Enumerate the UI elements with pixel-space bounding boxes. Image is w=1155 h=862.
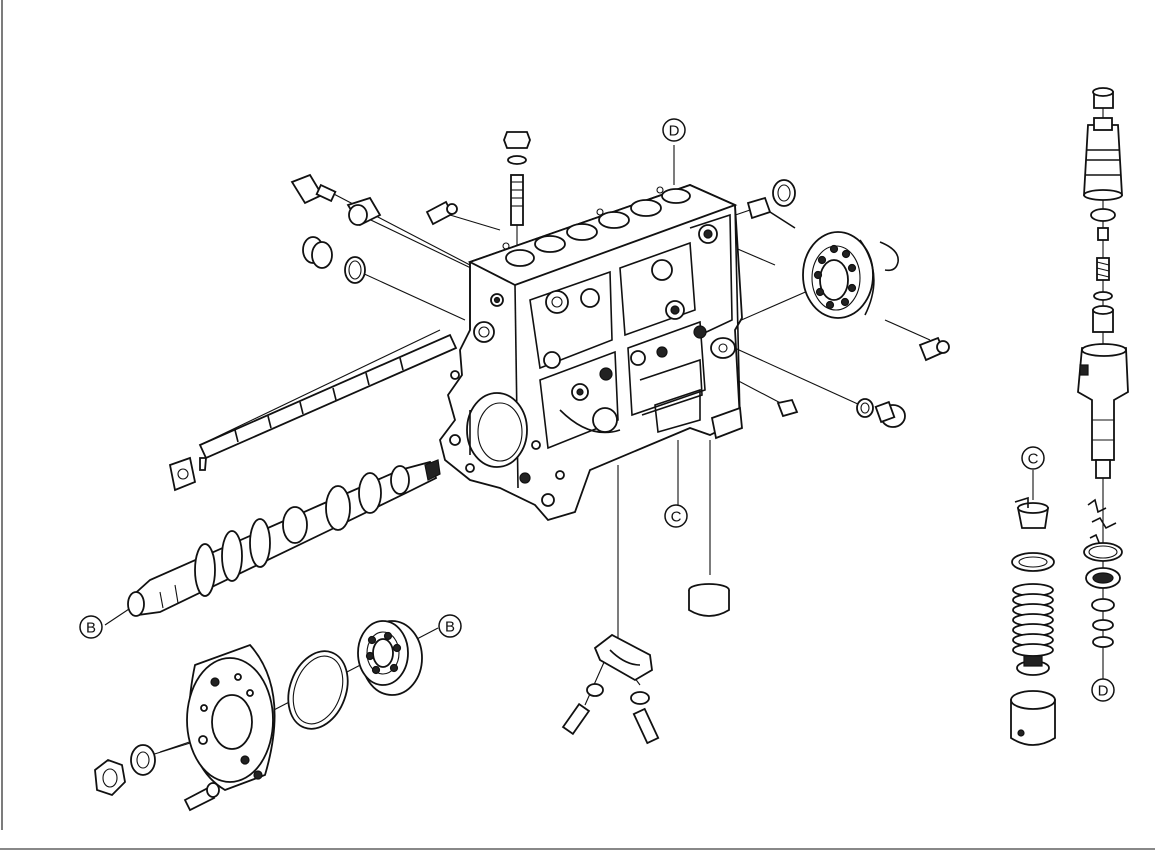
label-c-mid-text: C	[671, 509, 682, 526]
spring-washer	[1011, 552, 1055, 572]
control-rack	[168, 333, 458, 492]
plug-fitting	[302, 236, 333, 269]
delivery-valve-holder	[1083, 117, 1123, 201]
hex-nut	[94, 758, 126, 797]
circlip	[879, 241, 899, 272]
sleeve-bushing	[346, 196, 382, 227]
valve-parts-upper	[1092, 227, 1114, 333]
top-stud-bolt	[503, 131, 531, 226]
label-c-mid: C	[664, 504, 688, 528]
lock-plate	[425, 200, 458, 226]
label-d-top: D	[662, 118, 686, 142]
label-b-left-text: B	[86, 620, 96, 637]
control-sleeve	[1083, 542, 1123, 589]
clip-screw	[746, 196, 796, 229]
cylindrical-plug	[688, 583, 730, 617]
delivery-valve-cap	[1092, 87, 1114, 109]
ball-bearing	[357, 620, 423, 696]
label-b-left: B	[79, 615, 103, 639]
plunger-lock-clips	[1087, 498, 1117, 546]
label-b-right-text: B	[445, 619, 455, 636]
end-flange	[186, 643, 276, 791]
tab-washer	[918, 336, 950, 362]
label-d-right-text: D	[1098, 683, 1109, 700]
label-d-right: D	[1091, 678, 1115, 702]
spring-seat-upper	[1014, 496, 1050, 529]
o-ring-small	[344, 256, 366, 284]
camshaft	[127, 459, 441, 617]
plug-and-seal-right	[856, 398, 906, 428]
roller-tappet	[1010, 690, 1056, 746]
shell-screw-left	[561, 683, 604, 736]
shell-screw-right	[630, 691, 660, 745]
washer	[130, 744, 156, 776]
flange-screw	[183, 782, 220, 812]
bearing-half-shell	[593, 633, 653, 682]
label-b-right: B	[438, 614, 462, 638]
banjo-bolt	[290, 173, 337, 205]
lower-rings	[1091, 598, 1115, 648]
holder-o-ring	[1090, 208, 1116, 222]
tapered-roller-bearing	[802, 231, 875, 319]
small-sleeve	[776, 398, 799, 418]
spring-seat-lower	[1016, 655, 1050, 676]
label-d-top-text: D	[669, 123, 680, 140]
label-c-right-text: C	[1028, 451, 1039, 468]
plunger-spring	[1012, 583, 1054, 657]
seal-cap	[772, 179, 796, 207]
plunger-barrel	[1077, 343, 1129, 479]
flange-o-ring	[287, 650, 349, 730]
label-c-right: C	[1021, 446, 1045, 470]
pump-housing	[439, 184, 743, 522]
